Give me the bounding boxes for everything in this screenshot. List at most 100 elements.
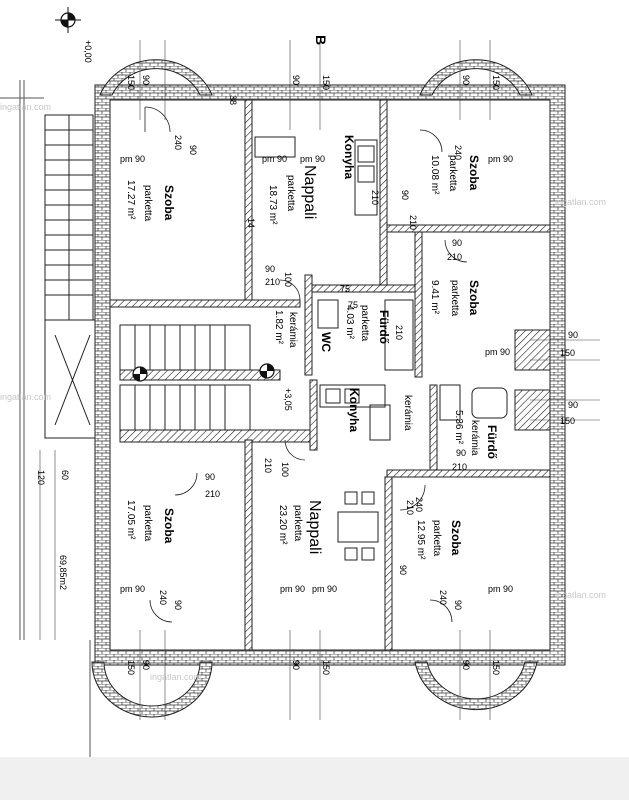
room-name: Szoba — [162, 508, 176, 544]
room-door: pm 90 — [488, 154, 513, 164]
dim-label: 90 — [453, 600, 463, 610]
dim-label: 210 — [263, 458, 273, 473]
inner-stair — [119, 324, 251, 431]
room-floor: parketta — [292, 505, 303, 542]
watermark: ingatlan.com — [0, 392, 51, 402]
room-szoba-ne: Szoba parketta 10.08 m² pm 90 — [429, 154, 513, 195]
floor-plan-sheet: B +0,00 +3,05 69,85m2 120 60 Szoba parke… — [0, 7, 607, 757]
interior-walls — [109, 99, 551, 651]
room-floor: parketta — [447, 155, 458, 192]
room-area: 23.20 m² — [277, 505, 288, 545]
dim-label: 90 — [291, 660, 301, 670]
dim-label: 240 — [173, 135, 183, 150]
dim-120-left: 120 — [36, 470, 46, 485]
room-name: Szoba — [162, 185, 176, 221]
dim-label: 150 — [491, 75, 501, 90]
north-letter: B — [313, 35, 329, 45]
room-door: pm 90 — [488, 584, 513, 594]
room-name: Nappali — [301, 165, 318, 219]
dim-label: 90 — [452, 238, 462, 248]
room-area: 17.27 m² — [125, 180, 136, 220]
room-name: Fürdő — [377, 310, 391, 344]
room-floor: kerámia — [287, 312, 298, 348]
room-area: 17.05 m² — [125, 500, 136, 540]
dim-label: 150 — [321, 75, 331, 90]
room-area: 5.36 m² — [453, 410, 464, 445]
dim-label: 90 — [456, 448, 466, 458]
dim-label: 210 — [265, 277, 280, 287]
room-name: Konyha — [342, 135, 356, 179]
room-konyha-top: Konyha — [342, 135, 356, 179]
room-floor: parketta — [285, 175, 296, 212]
dim-label: pm 90 — [312, 584, 337, 594]
room-floor: parketta — [142, 185, 153, 222]
dim-60-left: 60 — [60, 470, 70, 480]
dim-label: 100 — [280, 462, 290, 477]
bathroom-fixtures — [317, 299, 508, 421]
bottom-margin — [0, 757, 629, 800]
kitchen-counter-bottom — [319, 384, 391, 441]
dim-label: 210 — [405, 500, 415, 515]
watermark: ingatlan.com — [555, 197, 606, 207]
room-name: WC — [319, 332, 333, 352]
dim-label: 38 — [228, 95, 238, 105]
room-door: pm 90 — [120, 154, 145, 164]
kitchen-counter-top — [254, 136, 378, 216]
room-name: Nappali — [306, 500, 323, 554]
dim-label: 90 — [568, 330, 578, 340]
watermark: ingatlan.com — [0, 102, 51, 112]
balconies — [91, 59, 538, 718]
dimension-lines — [39, 40, 600, 720]
level-marker-left — [132, 366, 148, 382]
room-area: 1.82 m² — [273, 310, 284, 345]
dim-label: pm 90 — [300, 154, 325, 164]
room-szoba-sw: Szoba parketta 17.05 m² pm 90 — [120, 500, 176, 594]
watermark: ingatlan.com — [555, 590, 606, 600]
room-floor: parketta — [449, 280, 460, 317]
dim-label: 150 — [126, 75, 136, 90]
dim-label: 150 — [126, 660, 136, 675]
door-swings — [144, 106, 468, 623]
dim-label: 90 — [265, 264, 275, 274]
room-door: pm 90 — [120, 584, 145, 594]
dim-label: 90 — [461, 660, 471, 670]
dim-label: 75 — [340, 284, 350, 294]
room-name: Konyha — [347, 388, 361, 432]
left-area-label: 69,85m2 — [58, 555, 68, 590]
room-floor: parketta — [431, 520, 442, 557]
room-nappali-bot: Nappali parketta 23.20 m² — [277, 500, 323, 554]
dim-label: 210 — [447, 252, 462, 262]
room-wc: WC — [319, 332, 333, 352]
dim-label: 150 — [560, 348, 575, 358]
dim-label: 210 — [370, 190, 380, 205]
dim-label: 90 — [141, 660, 151, 670]
dim-label: 210 — [394, 325, 404, 340]
dim-label: 90 — [205, 472, 215, 482]
room-name: Szoba — [467, 155, 481, 191]
dim-label: 90 — [173, 600, 183, 610]
dim-label: 210 — [452, 462, 467, 472]
room-area: 9.41 m² — [429, 280, 440, 315]
dim-label: 90 — [400, 190, 410, 200]
room-name: Szoba — [467, 280, 481, 316]
exterior-stair — [44, 114, 96, 439]
level-marker-top — [55, 7, 81, 33]
room-floor: parketta — [359, 305, 370, 342]
dim-label: 240 — [414, 497, 424, 512]
level-marker-center — [259, 363, 275, 379]
dim-label: 150 — [560, 416, 575, 426]
dim-label: 90 — [291, 75, 301, 85]
room-szoba-nw: Szoba parketta 17.27 m² pm 90 — [120, 154, 176, 222]
room-area: 4.03 m² — [344, 305, 355, 340]
watermarks: ingatlan.com ingatlan.com ingatlan.com i… — [0, 102, 606, 682]
dim-label: 90 — [188, 145, 198, 155]
dining-table — [337, 491, 379, 561]
dim-label: 90 — [398, 565, 408, 575]
room-floor: parketta — [142, 505, 153, 542]
room-floor: kerámia — [469, 420, 480, 456]
dim-label: 150 — [321, 660, 331, 675]
room-name: Fürdő — [485, 425, 499, 459]
dim-label: 90 — [141, 75, 151, 85]
room-name: Szoba — [449, 520, 463, 556]
room-hall: kerámia 1.82 m² — [273, 310, 298, 348]
